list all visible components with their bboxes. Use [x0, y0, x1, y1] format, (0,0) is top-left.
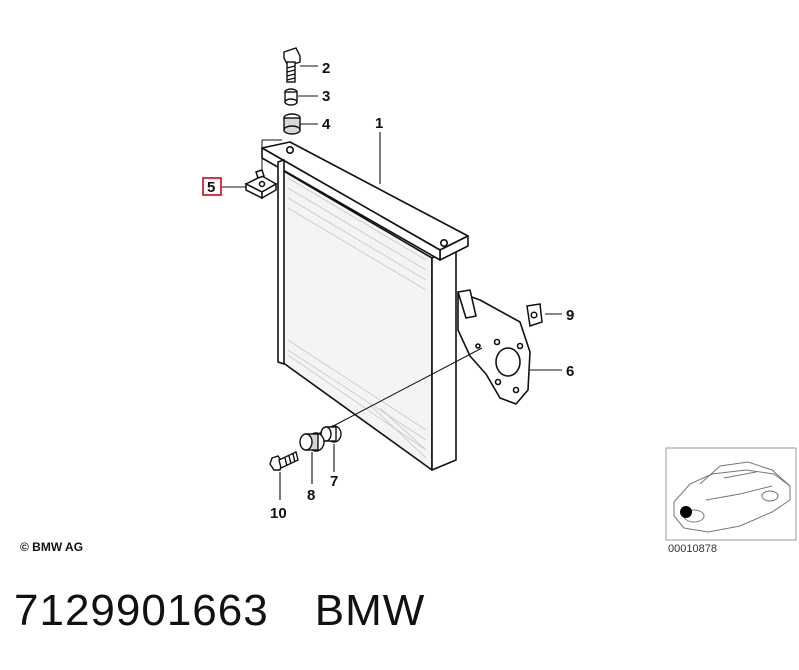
callout-leaders: [222, 65, 562, 500]
part-number: 7129901663: [14, 586, 269, 635]
clip-nut: [526, 303, 543, 327]
rubber-grommet: [299, 432, 325, 452]
location-marker-dot: [680, 506, 692, 518]
cooler-body: [261, 141, 469, 471]
part-5-highlight-box: [202, 177, 222, 196]
rubber-mount: [283, 113, 301, 135]
label-part-2: 2: [322, 60, 330, 77]
mounting-bracket: [457, 289, 531, 405]
spring-clip: [244, 169, 278, 200]
label-part-7: 7: [330, 473, 338, 490]
vehicle-location-inset: [665, 447, 797, 541]
label-part-8: 8: [307, 487, 315, 504]
hex-bolt-top: [283, 47, 301, 83]
car-outline-icon: [673, 461, 791, 533]
bushing-small: [284, 88, 298, 106]
label-part-9: 9: [566, 307, 574, 324]
label-part-5: 5: [207, 179, 215, 196]
label-part-4: 4: [322, 116, 331, 133]
bushing-lower: [320, 425, 342, 443]
label-part-1: 1: [375, 115, 383, 132]
label-part-10: 10: [270, 505, 287, 522]
assembly-axis-lines: [261, 139, 483, 435]
copyright-text: © BMW AG: [20, 540, 84, 554]
hex-bolt-lower: [269, 451, 299, 471]
label-part-3: 3: [322, 88, 330, 105]
diagram-reference-number: 00010878: [668, 543, 717, 555]
label-part-6: 6: [566, 363, 574, 380]
brand-name: BMW: [314, 586, 426, 635]
footer-caption: 7129901663 BMW: [14, 586, 425, 636]
